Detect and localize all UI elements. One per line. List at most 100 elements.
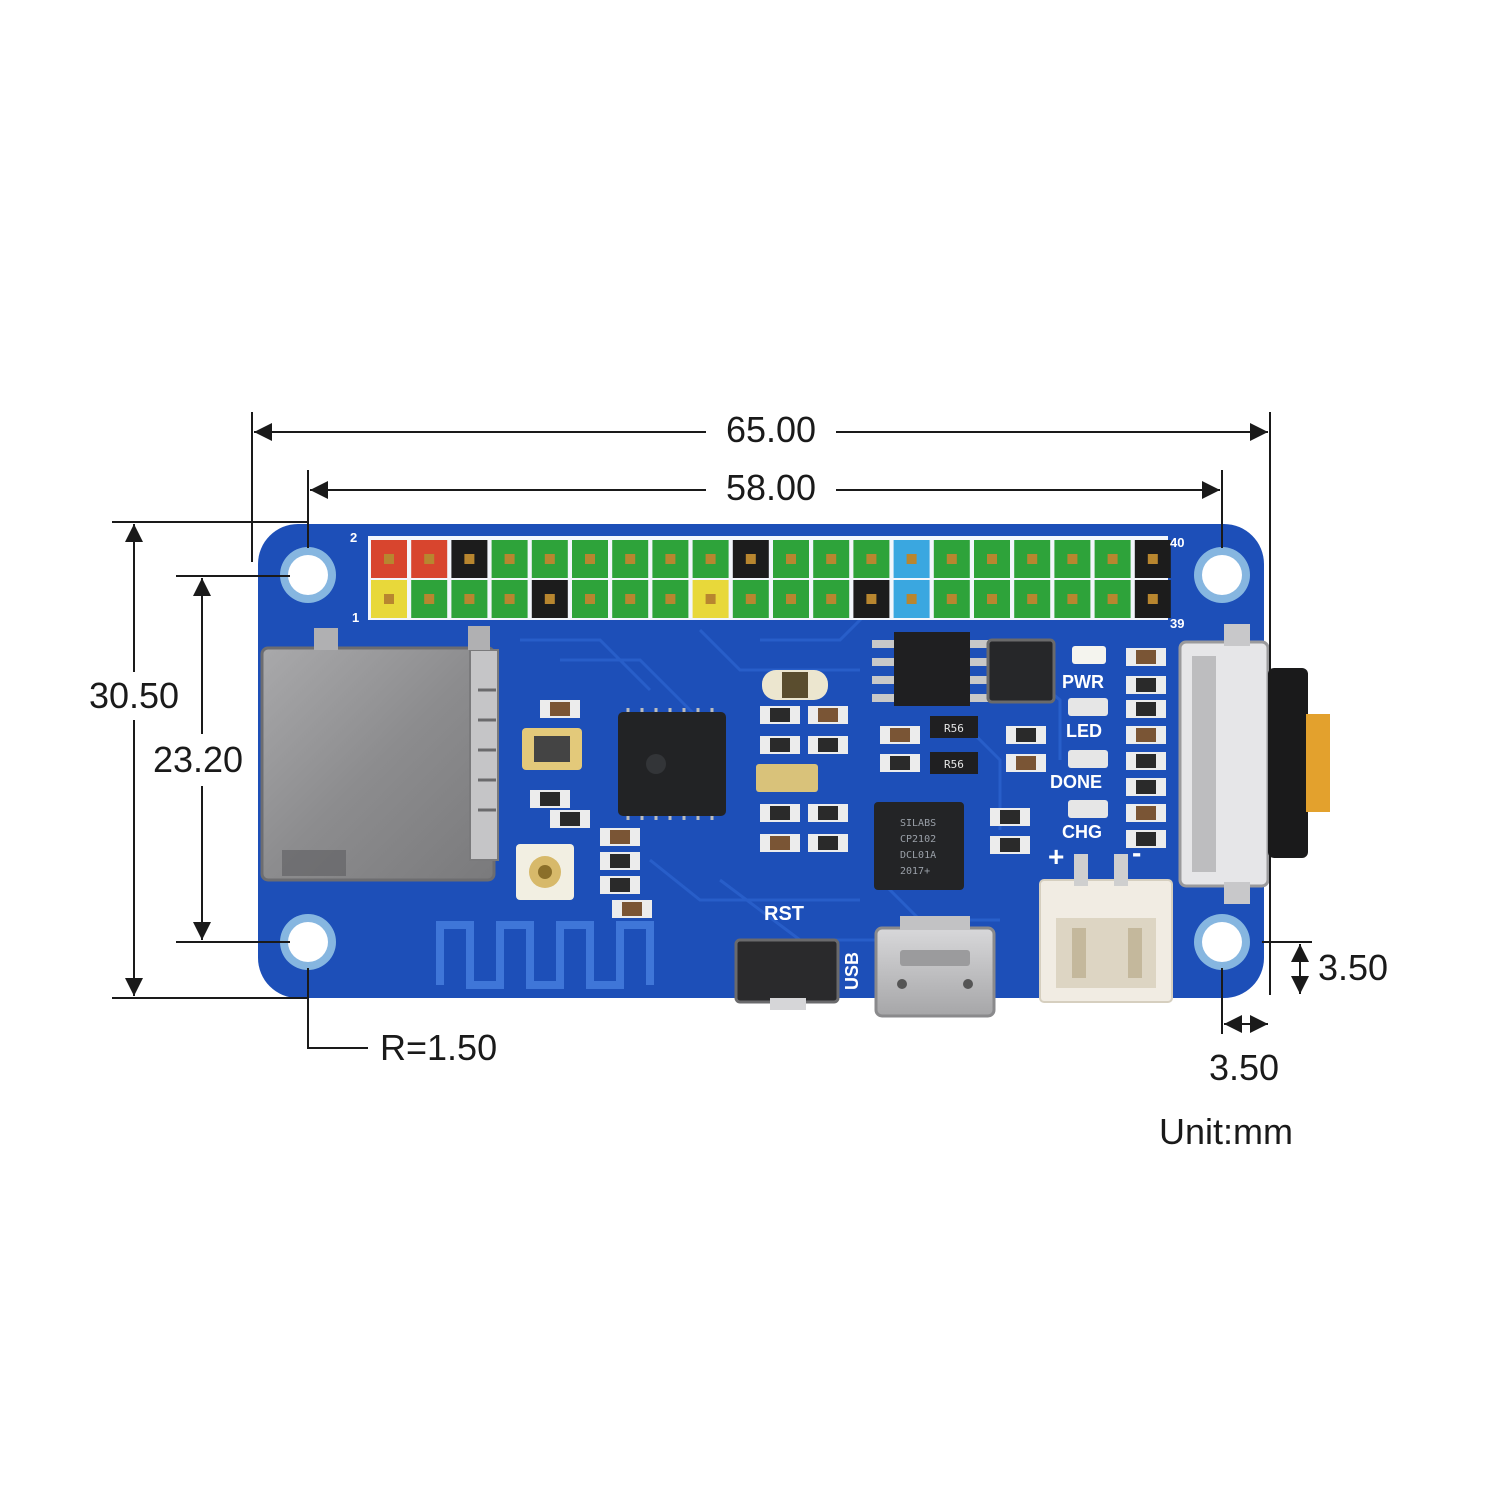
chip-line-4: 2017+ — [900, 866, 930, 877]
header-bottom-pin-tip — [1147, 594, 1158, 604]
smd-part — [1126, 676, 1166, 694]
pcb-antenna — [436, 921, 654, 989]
header-top-pin-tip — [424, 554, 435, 564]
resistor-r56-a — [930, 716, 978, 738]
dimension-overall-width: 65.00 — [726, 409, 816, 450]
header-top-pin-tip — [906, 554, 917, 564]
smd-part — [880, 726, 920, 744]
header-top-pin-tip — [826, 554, 837, 564]
dimension-overall-height: 30.50 — [89, 675, 179, 716]
mounting-hole-top-left — [280, 547, 336, 603]
header-top-pin-tip — [987, 554, 997, 564]
header-bottom-pin-tip — [464, 594, 475, 604]
smd-part — [1006, 726, 1046, 744]
capacitor-body — [782, 672, 808, 698]
label-pwr: PWR — [1062, 672, 1104, 692]
header-bottom-pin-tip — [906, 594, 917, 604]
header-bottom-pin-tip — [786, 594, 796, 604]
chip-line-1: SILABS — [900, 818, 936, 829]
header-top-pin-tip — [786, 554, 796, 564]
smd-part — [760, 706, 800, 724]
smd-part — [1126, 700, 1166, 718]
smd-part — [808, 706, 848, 724]
smd-components — [530, 648, 1166, 918]
pcb-board: 2 1 40 39 — [258, 524, 1330, 1018]
header-bottom-pin-tip — [745, 594, 756, 604]
led-pwr — [1072, 646, 1106, 664]
inductor — [986, 638, 1056, 704]
header-bottom-pin-tip — [384, 594, 394, 604]
dimension-hole-offset-x: 3.50 — [1209, 1047, 1279, 1088]
microsd-slot — [260, 626, 499, 882]
header-bottom-pin-tip — [946, 594, 957, 604]
led-done — [1068, 750, 1108, 768]
smd-part — [1006, 754, 1046, 772]
header-top-pin-tip — [625, 554, 636, 564]
header-bottom-pin-tip — [1067, 594, 1078, 604]
pin-label-1: 1 — [352, 610, 359, 625]
mounting-hole-bottom-right — [1194, 914, 1250, 970]
smd-part — [990, 808, 1030, 826]
smd-part — [1126, 778, 1166, 796]
label-battery-minus: - — [1132, 837, 1141, 868]
smd-part — [808, 834, 848, 852]
header-bottom-pin-tip — [544, 594, 555, 604]
led-chg — [1068, 800, 1108, 818]
header-bottom-pin-tip — [424, 594, 435, 604]
smd-part — [1126, 804, 1166, 822]
smd-part — [1126, 648, 1166, 666]
header-top-pin-tip — [504, 554, 515, 564]
crystal-oscillator — [522, 728, 582, 770]
smd-part — [808, 804, 848, 822]
header-bottom-pin-tip — [866, 594, 877, 604]
smd-part — [600, 876, 640, 894]
smd-part — [612, 900, 652, 918]
header-top-pin-tip — [464, 554, 475, 564]
smd-part — [550, 810, 590, 828]
header-top-pin-tip — [1067, 554, 1078, 564]
header-bottom-pin-tip — [705, 594, 716, 604]
chip-line-2: CP2102 — [900, 834, 936, 845]
header-bottom-pin-tip — [504, 594, 515, 604]
smd-part — [600, 852, 640, 870]
resistor-label-a: R56 — [944, 722, 964, 735]
label-led: LED — [1066, 721, 1102, 741]
header-top-pin-tip — [946, 554, 957, 564]
smd-part — [808, 736, 848, 754]
pin-label-40: 40 — [1170, 535, 1184, 550]
ipex-antenna-connector — [516, 844, 574, 900]
smd-part — [760, 804, 800, 822]
mounting-hole-top-right — [1194, 547, 1250, 603]
smd-part — [1126, 726, 1166, 744]
label-done: DONE — [1050, 772, 1102, 792]
dimension-hole-spacing-y: 23.20 — [153, 739, 243, 780]
header-top-pin-tip — [665, 554, 676, 564]
reset-button[interactable] — [734, 938, 840, 1010]
chip-line-3: DCL01A — [900, 850, 936, 861]
pin-label-2: 2 — [350, 530, 357, 545]
dimension-hole-spacing-x: 58.00 — [726, 467, 816, 508]
smd-part — [600, 828, 640, 846]
smd-part — [760, 736, 800, 754]
micro-usb-port — [874, 916, 996, 1018]
dimension-hole-offset-y: 3.50 — [1318, 947, 1388, 988]
crystal-small — [756, 764, 818, 792]
header-top-pin-tip — [866, 554, 877, 564]
header-top-pin-tip — [384, 554, 394, 564]
header-top-pin-tip — [705, 554, 716, 564]
header-top-pin-tip — [544, 554, 555, 564]
label-usb: USB — [842, 952, 862, 990]
camera-fpc-connector — [1178, 624, 1330, 904]
header-pins-bottom — [371, 580, 1171, 618]
gpio-header: 2 1 40 39 — [350, 530, 1184, 631]
battery-connector — [1039, 854, 1173, 1003]
smd-part — [880, 754, 920, 772]
label-chg: CHG — [1062, 822, 1102, 842]
header-bottom-pin-tip — [1027, 594, 1038, 604]
usb-uart-chip: SILABS CP2102 DCL01A 2017+ — [874, 802, 964, 890]
flash-chip — [872, 632, 992, 706]
header-top-pin-tip — [585, 554, 595, 564]
header-top-pin-tip — [745, 554, 756, 564]
header-bottom-pin-tip — [987, 594, 997, 604]
